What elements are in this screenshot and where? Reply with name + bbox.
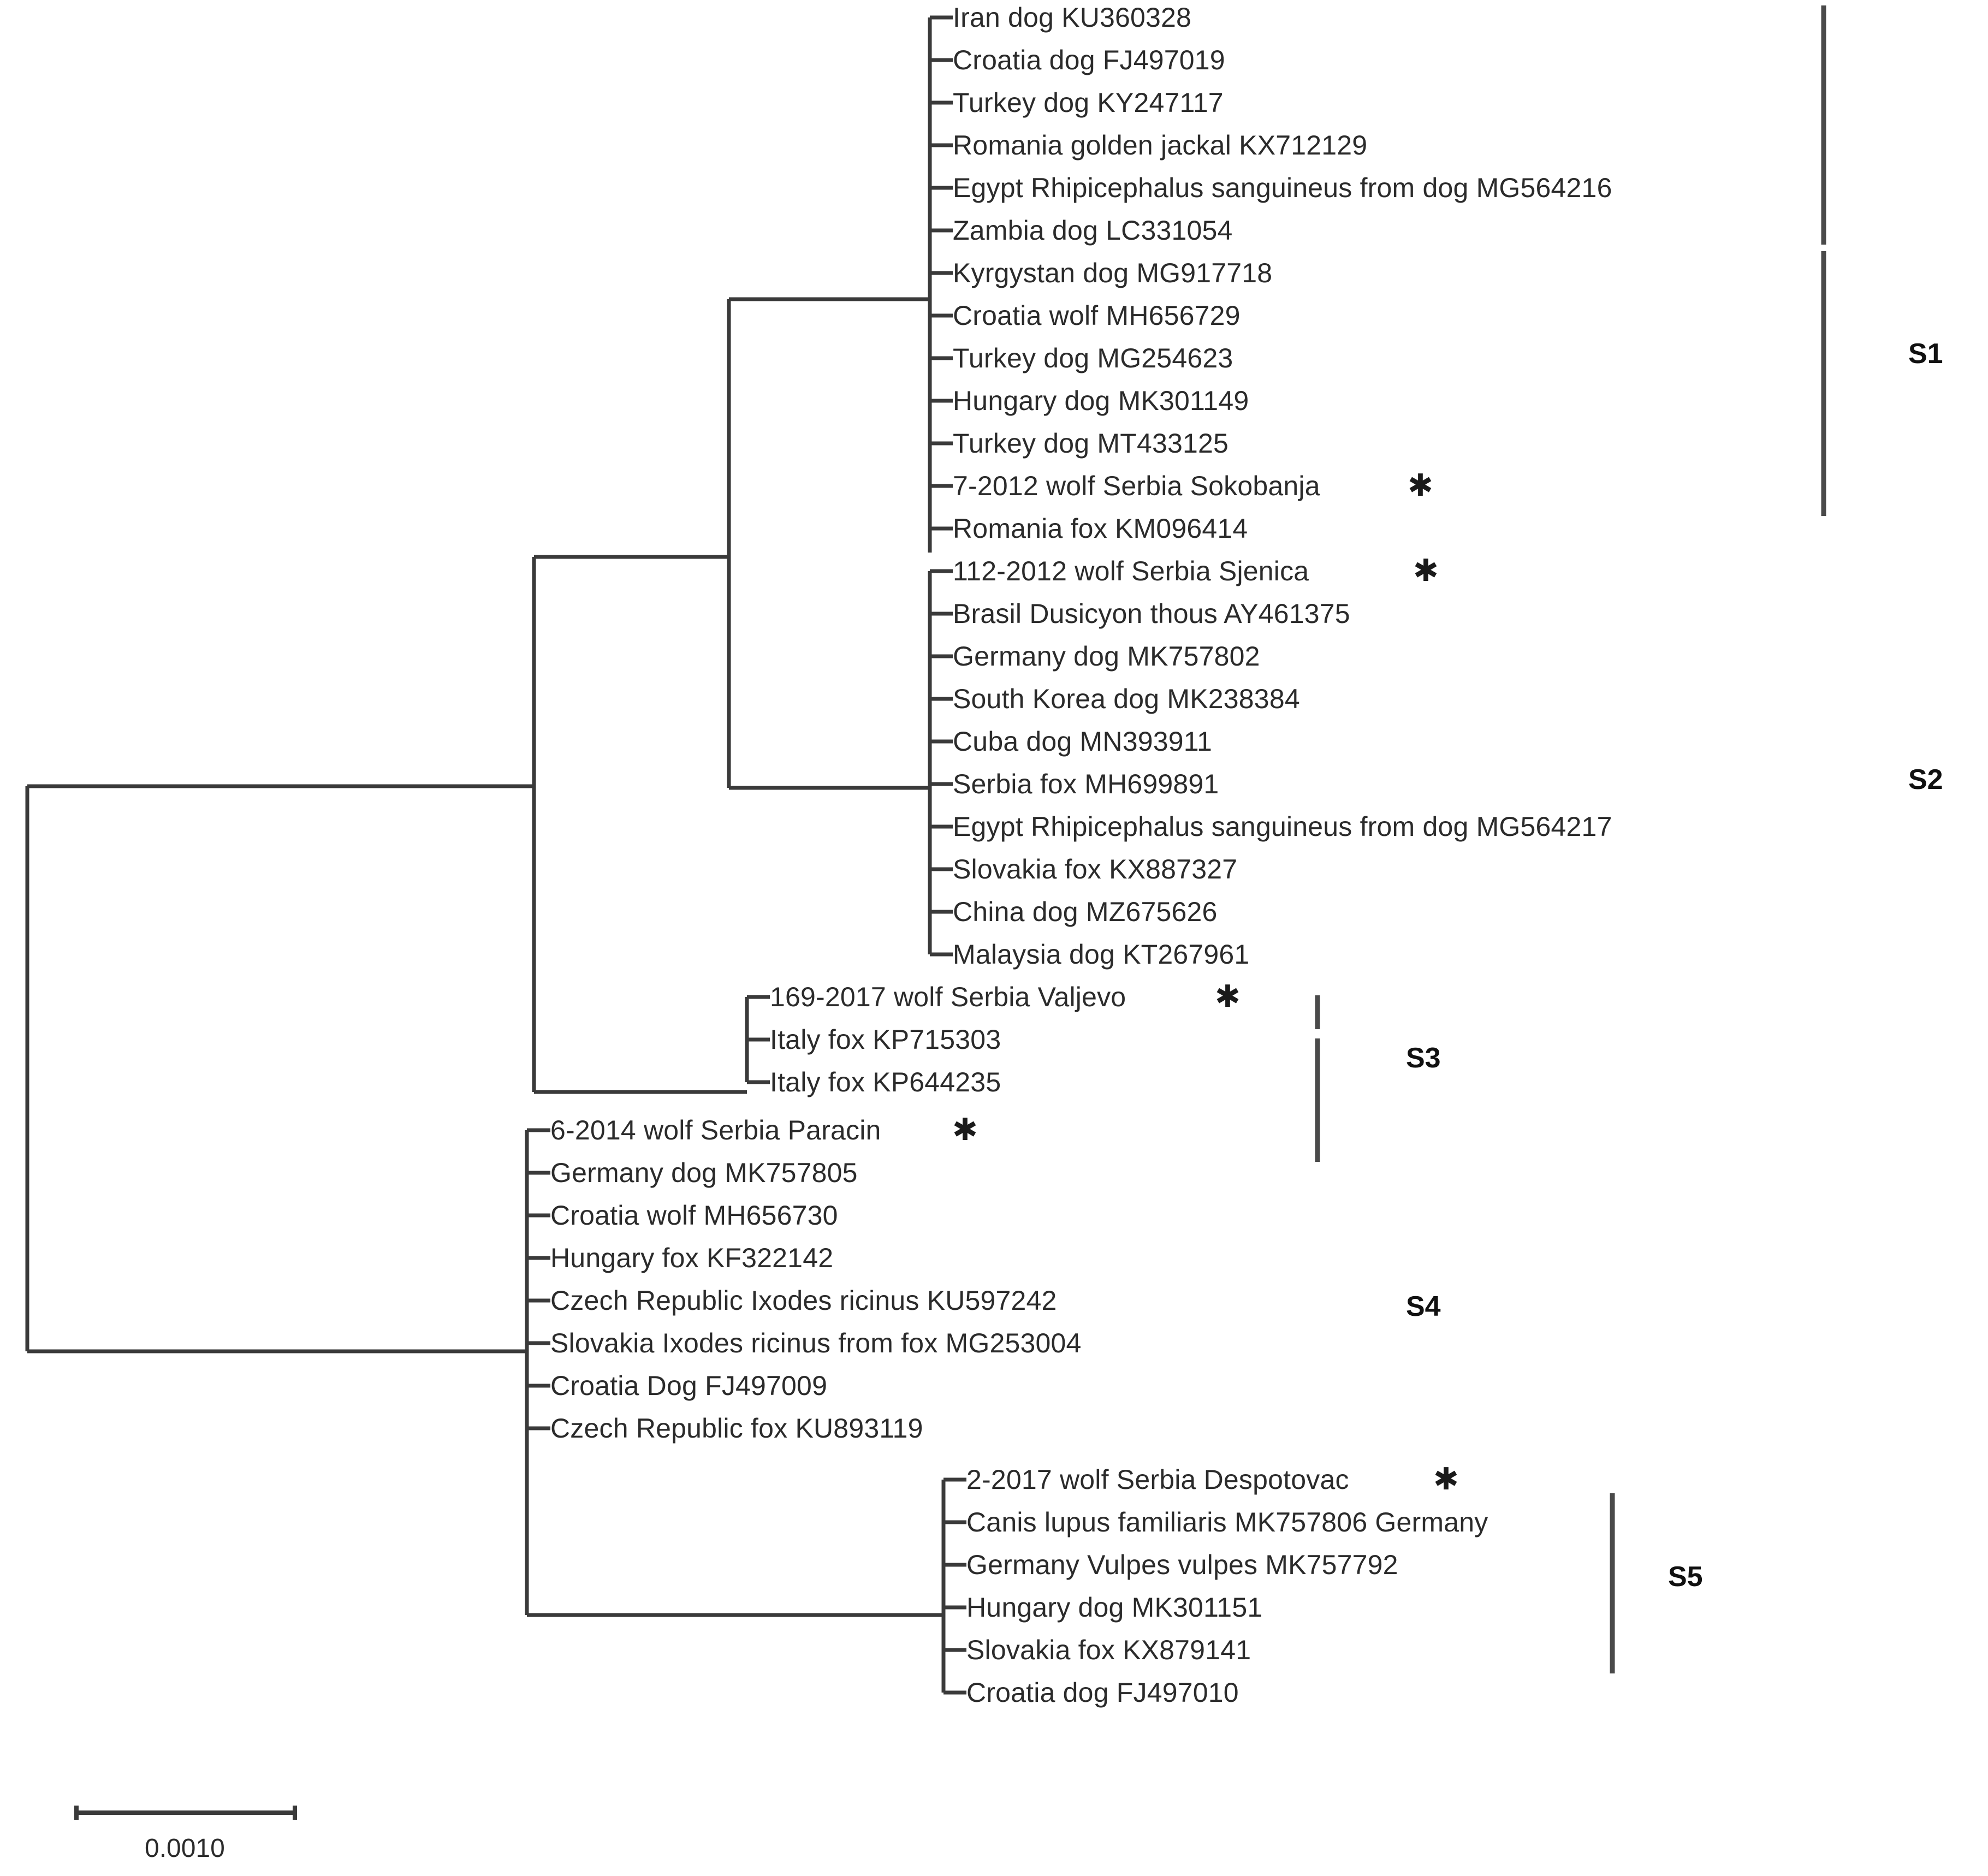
taxon-label: Egypt Rhipicephalus sanguineus from dog … (953, 811, 1612, 842)
asterisk-icon: ✱ (1413, 553, 1439, 587)
asterisk-icon: ✱ (1215, 979, 1241, 1013)
taxon-label: Romania fox KM096414 (953, 513, 1248, 544)
taxon-label: Romania golden jackal KX712129 (953, 130, 1368, 161)
taxon-label: Cuba dog MN393911 (953, 726, 1213, 757)
taxon-label: Czech Republic fox KU893119 (550, 1413, 923, 1444)
taxon-label: 6-2014 wolf Serbia Paracin (550, 1115, 881, 1145)
taxon-label: 112-2012 wolf Serbia Sjenica (953, 556, 1309, 586)
taxon-label: Germany Vulpes vulpes MK757792 (966, 1550, 1398, 1580)
taxon-label: South Korea dog MK238384 (953, 684, 1300, 714)
taxon-label: China dog MZ675626 (953, 897, 1218, 927)
taxon-label: Zambia dog LC331054 (953, 215, 1233, 246)
taxon-label: Croatia dog FJ497010 (966, 1677, 1239, 1708)
taxon-label: Slovakia fox KX887327 (953, 854, 1238, 884)
taxon-label: Hungary dog MK301151 (966, 1592, 1263, 1623)
taxon-label: Kyrgystan dog MG917718 (953, 258, 1273, 288)
taxon-label: Germany dog MK757802 (953, 641, 1260, 672)
taxon-label: 169-2017 wolf Serbia Valjevo (770, 982, 1126, 1012)
clade-label-s1: S1 (1908, 338, 1943, 370)
taxon-label: Serbia fox MH699891 (953, 769, 1219, 799)
clade-label-s5: S5 (1668, 1561, 1703, 1593)
taxon-label: Croatia Dog FJ497009 (550, 1370, 828, 1401)
taxon-label: Croatia wolf MH656729 (953, 300, 1241, 331)
clade-label-s2: S2 (1908, 764, 1943, 795)
scale-bar (74, 1806, 297, 1820)
taxon-label: Slovakia fox KX879141 (966, 1635, 1251, 1665)
taxon-label: Turkey dog MG254623 (953, 343, 1233, 373)
taxon-label: Turkey dog MT433125 (953, 428, 1229, 459)
taxon-label: Malaysia dog KT267961 (953, 939, 1250, 970)
taxon-label: Italy fox KP644235 (770, 1067, 1001, 1097)
scale-bar-caption: 0.0010 (145, 1834, 225, 1863)
clade-label-s3: S3 (1406, 1042, 1441, 1074)
taxon-label: Croatia wolf MH656730 (550, 1200, 838, 1231)
taxon-label: Hungary fox KF322142 (550, 1243, 834, 1273)
taxon-label: Iran dog KU360328 (953, 2, 1192, 33)
clade-label-s4: S4 (1406, 1291, 1441, 1322)
taxon-label: Croatia dog FJ497019 (953, 45, 1225, 75)
clade-brackets (1315, 5, 1826, 1673)
taxon-label: 2-2017 wolf Serbia Despotovac (966, 1464, 1349, 1495)
taxon-label: Hungary dog MK301149 (953, 385, 1249, 416)
taxon-label: Egypt Rhipicephalus sanguineus from dog … (953, 173, 1612, 203)
asterisk-icon: ✱ (1408, 468, 1433, 502)
taxon-label: Slovakia Ixodes ricinus from fox MG25300… (550, 1328, 1082, 1358)
taxon-label: Canis lupus familiaris MK757806 Germany (966, 1507, 1488, 1537)
taxon-label: Turkey dog KY247117 (953, 87, 1224, 118)
taxon-label: Germany dog MK757805 (550, 1157, 858, 1188)
asterisk-icon: ✱ (1433, 1462, 1459, 1496)
taxon-label: 7-2012 wolf Serbia Sokobanja (953, 471, 1320, 501)
taxon-label: Brasil Dusicyon thous AY461375 (953, 598, 1350, 629)
taxon-label: Czech Republic Ixodes ricinus KU597242 (550, 1285, 1057, 1316)
asterisk-icon: ✱ (952, 1112, 978, 1147)
taxon-label: Italy fox KP715303 (770, 1024, 1001, 1055)
